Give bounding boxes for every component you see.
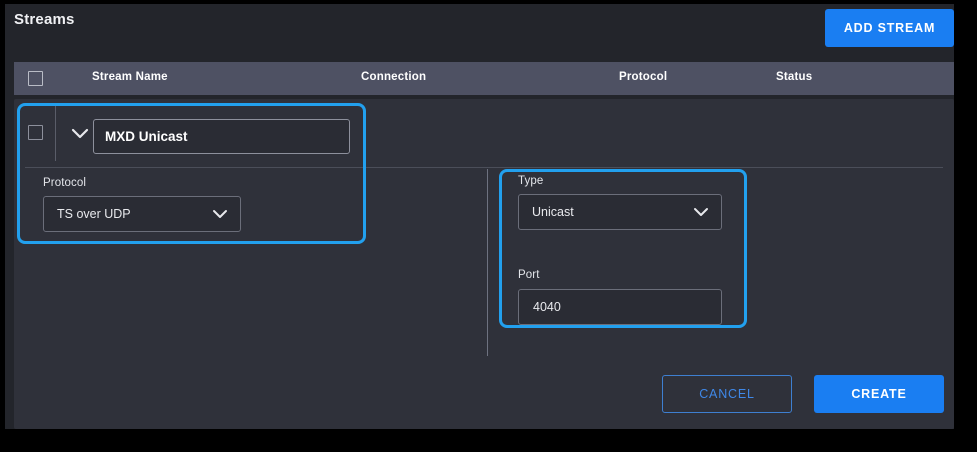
table-header-row: Stream Name Connection Protocol Status <box>14 62 954 95</box>
chevron-down-icon[interactable] <box>67 121 93 145</box>
column-header-connection: Connection <box>361 71 427 83</box>
stream-row-header <box>14 99 954 167</box>
port-label: Port <box>518 269 540 281</box>
column-header-status: Status <box>776 71 813 83</box>
streams-app-window: Streams ADD STREAM Stream Name Connectio… <box>5 4 954 429</box>
stream-name-input[interactable] <box>93 119 350 154</box>
column-header-protocol: Protocol <box>619 71 668 83</box>
row-select-checkbox[interactable] <box>28 125 43 140</box>
create-button[interactable]: CREATE <box>814 375 944 413</box>
type-select[interactable]: Unicast <box>518 194 722 230</box>
column-header-stream-name: Stream Name <box>92 71 168 83</box>
port-input[interactable] <box>518 289 722 325</box>
stream-row-expanded-panel: Protocol TS over UDP Type Unicast Port <box>14 99 954 429</box>
section-divider-horizontal <box>25 167 943 168</box>
protocol-label: Protocol <box>43 177 86 189</box>
protocol-select-value: TS over UDP <box>57 207 131 221</box>
row-divider <box>55 106 56 161</box>
type-select-value: Unicast <box>532 205 574 219</box>
select-all-checkbox[interactable] <box>28 71 43 86</box>
section-divider-vertical <box>487 169 488 356</box>
page-header: Streams ADD STREAM <box>5 4 954 59</box>
page-title: Streams <box>14 11 75 28</box>
type-label: Type <box>518 175 544 187</box>
chevron-down-icon <box>212 209 228 219</box>
cancel-button[interactable]: CANCEL <box>662 375 792 413</box>
chevron-down-icon <box>693 207 709 217</box>
add-stream-button[interactable]: ADD STREAM <box>825 9 954 47</box>
protocol-select[interactable]: TS over UDP <box>43 196 241 232</box>
